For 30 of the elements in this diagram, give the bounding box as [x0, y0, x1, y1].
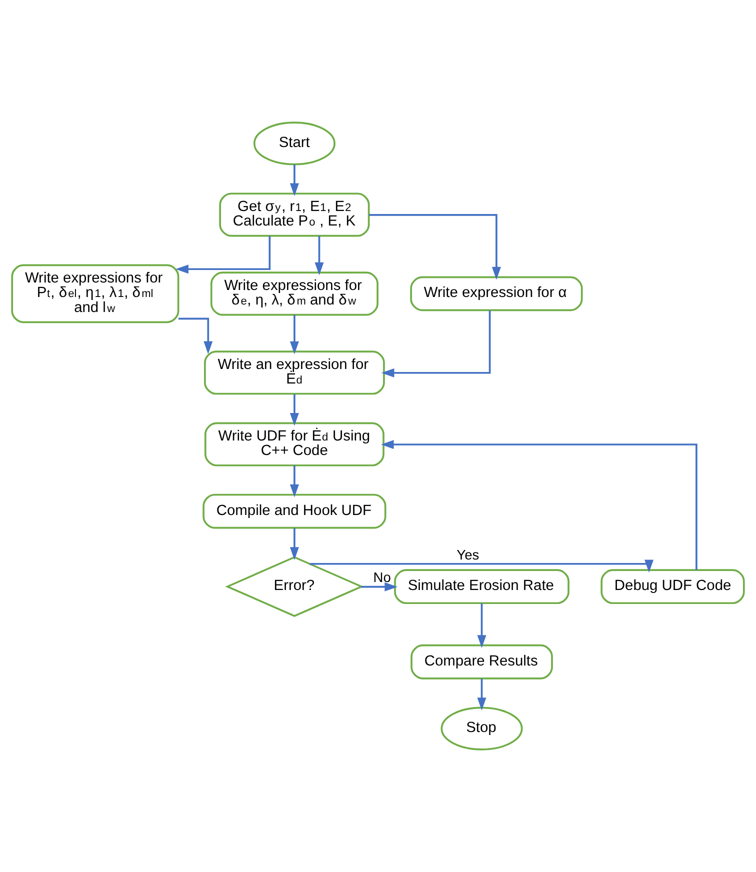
arrow	[369, 214, 501, 280]
arrow	[176, 236, 271, 274]
node-box: Write UDF for Ėd Using C++ Code	[204, 422, 384, 466]
node-box: Debug UDF Code	[600, 569, 745, 604]
node-box: Simulate Erosion Rate	[394, 569, 570, 604]
arrow	[290, 394, 299, 426]
arrow	[361, 582, 398, 592]
arrow	[380, 440, 698, 570]
arrow	[310, 560, 654, 573]
node-box: Compare Results	[410, 644, 553, 680]
node-ellipse: Stop	[440, 706, 523, 750]
edge-label: No	[373, 570, 391, 586]
node-box: Write an expression for Ėd	[204, 350, 385, 395]
node-box: Compile and Hook UDF	[202, 494, 386, 529]
arrow	[178, 318, 213, 354]
arrow	[290, 314, 299, 354]
arrow	[290, 528, 299, 560]
node-ellipse: Start	[253, 122, 336, 166]
arrow	[290, 164, 299, 196]
edge-label: Yes	[456, 547, 480, 562]
arrow	[314, 236, 324, 276]
node-box: Write expressions for Pt, δel, η1, λ1, δml and lw	[11, 264, 180, 324]
node-box: Write expressions for δe, η, λ, δm and δw	[210, 272, 378, 316]
arrow	[477, 603, 486, 648]
node-box: Write expression for α	[410, 276, 583, 312]
node-diamond: Error?	[225, 556, 364, 617]
arrow	[477, 678, 486, 710]
arrow	[381, 310, 491, 378]
node-box: Get σy, r1, E1, E2 Calculate Po , E, K	[219, 192, 370, 237]
arrow	[290, 465, 299, 498]
